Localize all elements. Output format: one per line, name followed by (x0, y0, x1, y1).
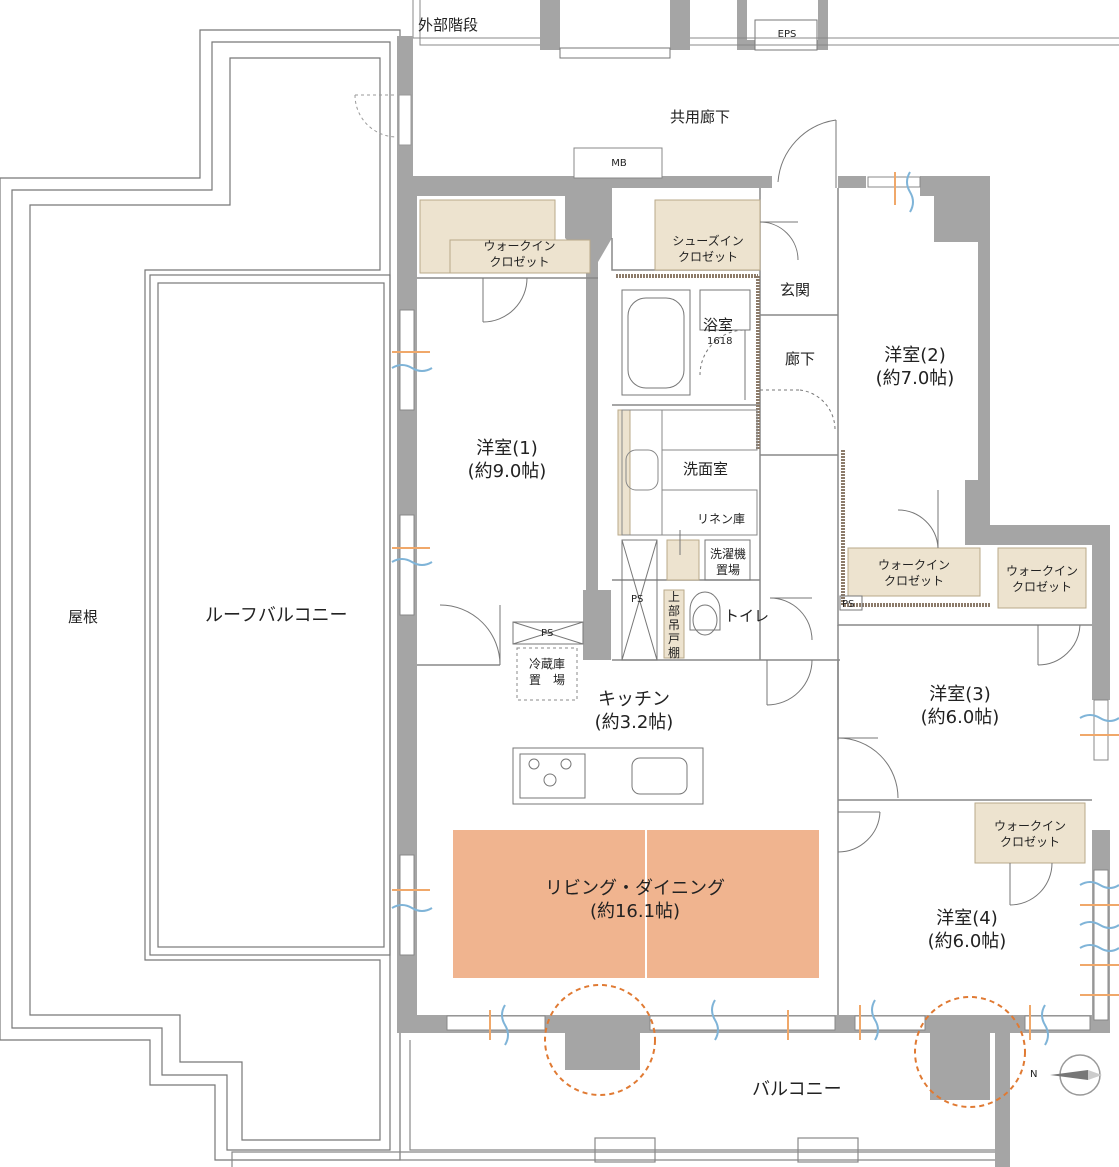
washer-label: 洗濯機置場 (709, 547, 746, 578)
fridge (516, 647, 578, 701)
western-room-2-label: 洋室(2)(約7.0帖) (875, 345, 955, 390)
kitchen-label: キッチン(約3.2帖) (594, 689, 674, 734)
roof-balcony-inner (149, 274, 391, 956)
mb-label: MB (611, 158, 627, 169)
closets (419, 199, 1087, 864)
wind-arrows (391, 171, 1119, 1046)
compass-icon (1050, 1054, 1102, 1096)
walk-in-closet-3-label: ウォークインクロゼット (1005, 564, 1078, 595)
toilet (689, 591, 721, 636)
vanity (621, 409, 758, 536)
bathtub (621, 289, 751, 400)
upper-cabinet-label: 上部吊戸棚 (667, 590, 680, 660)
roof-balcony-label: ルーフバルコニー (205, 605, 348, 626)
living-area (453, 830, 819, 978)
hatched-walls (616, 274, 990, 607)
entrance-label: 玄関 (780, 281, 811, 299)
kitchen-counter (512, 747, 704, 805)
walk-in-closet-4-label: ウォークインクロゼット (993, 819, 1066, 850)
roof-label: 屋根 (68, 608, 99, 626)
bathroom-label: 浴室 (703, 316, 734, 334)
walk-in-closet-2-label: ウォークインクロゼット (877, 558, 950, 589)
highlight-circles (544, 984, 1026, 1108)
western-room-3-label: 洋室(3)(約6.0帖) (920, 684, 1000, 729)
ps-label-2: PS (541, 628, 554, 639)
ps-label-3: PS (842, 599, 855, 610)
western-room-4-label: 洋室(4)(約6.0帖) (927, 908, 1007, 953)
washroom-label: 洗面室 (683, 460, 729, 478)
ps-shafts (512, 539, 863, 661)
bath-size-label: 1618 (707, 336, 733, 347)
doors (439, 119, 1081, 906)
western-room-1-label: 洋室(1)(約9.0帖) (467, 438, 547, 483)
toilet-label: トイレ (724, 607, 770, 625)
top-structures (354, 0, 1119, 176)
cabinet (617, 409, 700, 659)
roof-outline (0, 29, 401, 1161)
walk-in-closet-1-label: ウォークインクロゼット (483, 239, 556, 270)
common-corridor-label: 共用廊下 (670, 108, 731, 126)
linen-label: リネン庫 (697, 512, 746, 526)
windows (399, 147, 1109, 1031)
washer (704, 539, 751, 581)
balcony-label: バルコニー (752, 1079, 842, 1100)
exterior-stairs-label: 外部階段 (418, 16, 479, 34)
balcony-outline (231, 1032, 1000, 1167)
eps-label: EPS (777, 29, 797, 40)
compass-n-label: N (1030, 1069, 1038, 1080)
hallway-label: 廊下 (785, 350, 816, 368)
living-dining-label: リビング・ダイニング(約16.1帖) (545, 878, 725, 923)
shoes-closet-label: シューズインクロゼット (672, 234, 744, 265)
fridge-label: 冷蔵庫置 場 (528, 657, 565, 688)
ps-label-1: PS (631, 594, 644, 605)
